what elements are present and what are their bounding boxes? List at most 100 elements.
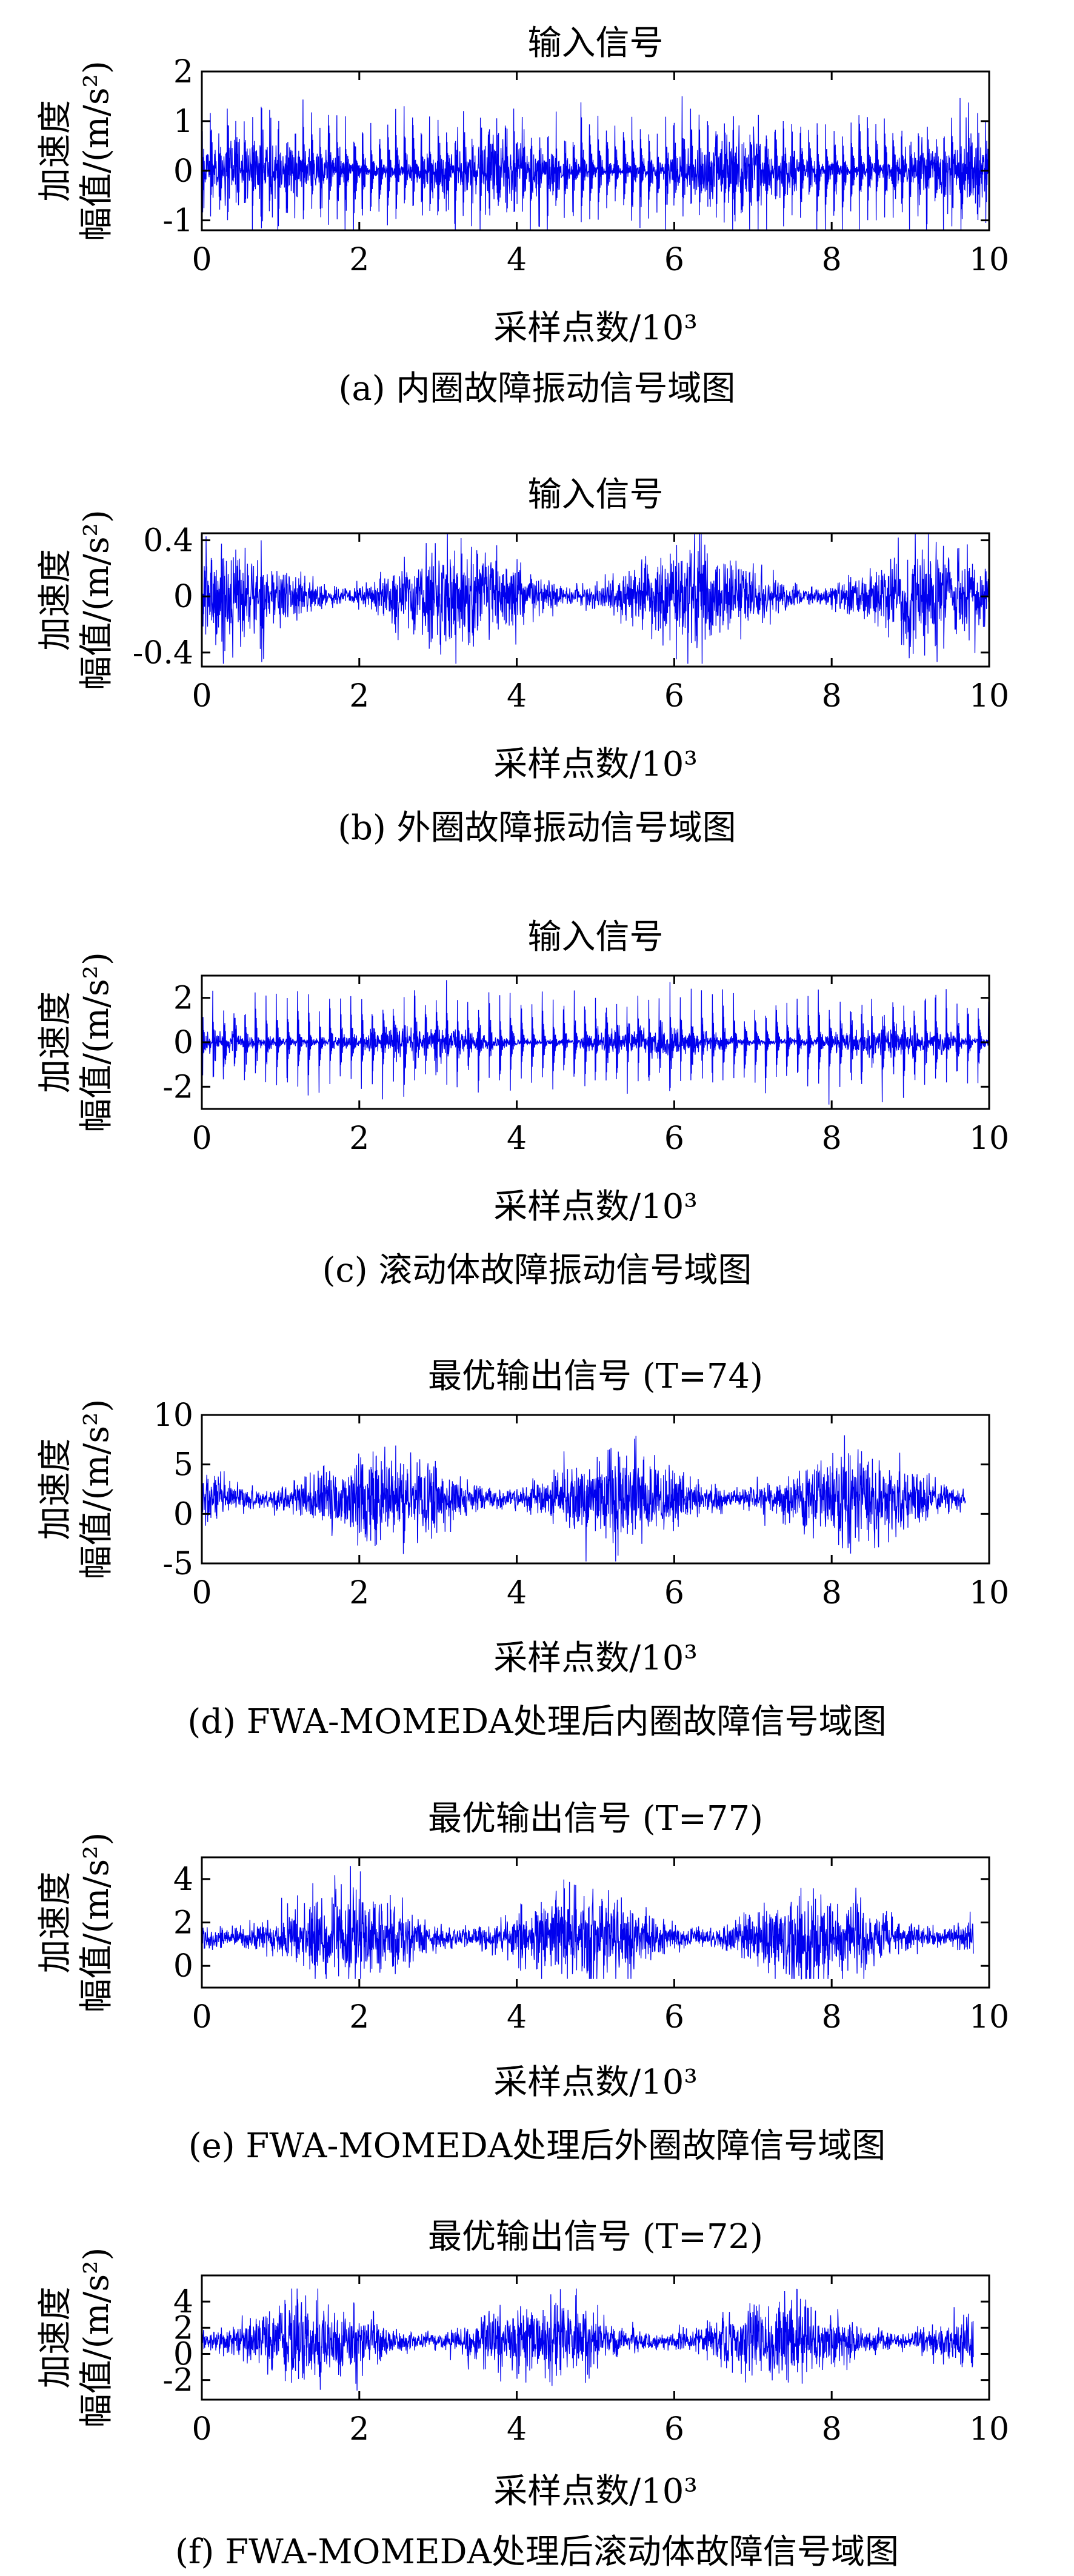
x-tick-label: 4 <box>507 678 527 714</box>
y-tick-label: 0 <box>173 153 193 190</box>
x-axis-label: 采样点数/10³ <box>493 2472 698 2511</box>
x-tick-label: 4 <box>507 1999 527 2035</box>
y-tick-label: -5 <box>162 1546 193 1582</box>
x-tick-label: 6 <box>664 242 684 278</box>
chart-panel-c: 0 2 4 6 8 10 -2 0 2 输入信号采样点数/10³ 加速度幅值/(m/s²) (c) 滚… <box>36 917 1009 1290</box>
x-tick-label: 10 <box>969 242 1009 278</box>
x-tick-label: 4 <box>507 1575 527 1611</box>
panel-caption: (d) FWA-MOMEDA处理后内圈故障信号域图 <box>187 1702 886 1742</box>
signal-line <box>201 96 990 231</box>
y-tick-label: 5 <box>173 1447 193 1483</box>
y-tick-label: 0 <box>173 1496 193 1533</box>
x-tick-label: 6 <box>664 1575 684 1611</box>
y-axis-label-line2: 幅值/(m/s²) <box>77 952 116 1133</box>
x-tick-label: 0 <box>192 242 212 278</box>
x-tick-label: 4 <box>507 2411 527 2448</box>
x-tick-label: 10 <box>969 1999 1009 2035</box>
x-tick-label: 10 <box>969 1120 1009 1157</box>
y-tick-label: 4 <box>173 2284 193 2320</box>
signal-line <box>201 533 990 664</box>
chart-title: 最优输出信号 (T=74) <box>428 1357 763 1396</box>
x-axis-label: 采样点数/10³ <box>493 308 698 348</box>
panel-caption: (a) 内圈故障振动信号域图 <box>339 369 736 408</box>
chart-title: 输入信号 <box>528 475 664 514</box>
panel-caption: (b) 外圈故障振动信号域图 <box>338 808 736 848</box>
y-axis-label-line1: 加速度 <box>36 2287 75 2389</box>
signal-line <box>201 980 990 1105</box>
y-axis-label-line2: 幅值/(m/s²) <box>77 1832 116 2013</box>
x-tick-label: 2 <box>349 1120 369 1157</box>
axes-frame <box>201 70 990 231</box>
y-axis-label-line1: 加速度 <box>36 549 75 651</box>
y-tick-label: 2 <box>173 980 193 1017</box>
x-tick-label: 8 <box>822 678 842 714</box>
x-tick-label: 6 <box>664 2411 684 2448</box>
x-tick-label: 8 <box>822 1999 842 2035</box>
y-axis-label-line1: 加速度 <box>36 991 75 1093</box>
y-tick-label: 2 <box>173 54 193 90</box>
y-axis-label-line1: 加速度 <box>36 100 75 202</box>
x-tick-label: 6 <box>664 1999 684 2035</box>
x-tick-label: 2 <box>349 678 369 714</box>
x-tick-label: 8 <box>822 242 842 278</box>
y-tick-label: 1 <box>173 104 193 140</box>
y-tick-label: -2 <box>162 1069 193 1105</box>
y-tick-label: 4 <box>173 1862 193 1898</box>
x-tick-label: 0 <box>192 1575 212 1611</box>
y-axis-label-line2: 幅值/(m/s²) <box>77 510 116 690</box>
x-tick-label: 6 <box>664 678 684 714</box>
chart-title: 输入信号 <box>528 917 664 957</box>
x-tick-label: 0 <box>192 1120 212 1157</box>
x-tick-label: 2 <box>349 2411 369 2448</box>
signal-line <box>201 1866 974 1980</box>
chart-title: 最优输出信号 (T=72) <box>428 2217 763 2257</box>
x-axis-label: 采样点数/10³ <box>493 1187 698 1226</box>
x-tick-label: 0 <box>192 678 212 714</box>
x-tick-label: 10 <box>969 678 1009 714</box>
x-axis-label: 采样点数/10³ <box>493 1639 698 1678</box>
axes-frame <box>201 2274 990 2401</box>
x-tick-label: 6 <box>664 1120 684 1157</box>
x-tick-label: 8 <box>822 1120 842 1157</box>
y-tick-label: 2 <box>173 2310 193 2346</box>
x-tick-label: 10 <box>969 2411 1009 2448</box>
x-tick-label: 0 <box>192 1999 212 2035</box>
y-tick-label: 2 <box>173 1905 193 1942</box>
y-axis-label-line2: 幅值/(m/s²) <box>77 61 116 241</box>
y-tick-label: -1 <box>162 203 193 239</box>
panel-caption: (e) FWA-MOMEDA处理后外圈故障信号域图 <box>188 2126 886 2166</box>
chart-panel-e: 0 2 4 6 8 10 0 2 4 最优输出信号 (T=77) 采样点数/10³ 加速度幅值/(m/… <box>36 1799 1009 2166</box>
panel-caption: (f) FWA-MOMEDA处理后滚动体故障信号域图 <box>175 2532 899 2572</box>
x-tick-label: 4 <box>507 242 527 278</box>
axes-frame <box>201 1414 990 1565</box>
x-tick-label: 0 <box>192 2411 212 2448</box>
y-tick-label: -2 <box>162 2363 193 2399</box>
panel-caption: (c) 滚动体故障振动信号域图 <box>322 1251 752 1290</box>
x-axis-label: 采样点数/10³ <box>493 745 698 784</box>
x-tick-label: 4 <box>507 1120 527 1157</box>
x-tick-label: 2 <box>349 1999 369 2035</box>
y-tick-label: 0 <box>173 1948 193 1985</box>
y-tick-label: 0 <box>173 1025 193 1061</box>
y-tick-label: 0.4 <box>143 523 193 559</box>
chart-title: 最优输出信号 (T=77) <box>428 1799 763 1839</box>
axes-frame <box>201 532 990 668</box>
x-tick-label: 2 <box>349 1575 369 1611</box>
y-tick-label: 0 <box>173 579 193 615</box>
chart-title: 输入信号 <box>528 24 664 63</box>
y-tick-label: 0 <box>173 2336 193 2372</box>
y-axis-label-line2: 幅值/(m/s²) <box>77 2248 116 2428</box>
y-axis-label-line2: 幅值/(m/s²) <box>77 1399 116 1580</box>
signal-line <box>201 2288 974 2391</box>
signal-line <box>201 1435 966 1562</box>
y-axis-label-line1: 加速度 <box>36 1439 75 1540</box>
y-axis-label-line1: 加速度 <box>36 1872 75 1974</box>
x-tick-label: 8 <box>822 1575 842 1611</box>
x-tick-label: 8 <box>822 2411 842 2448</box>
x-tick-label: 10 <box>969 1575 1009 1611</box>
x-axis-label: 采样点数/10³ <box>493 2063 698 2102</box>
